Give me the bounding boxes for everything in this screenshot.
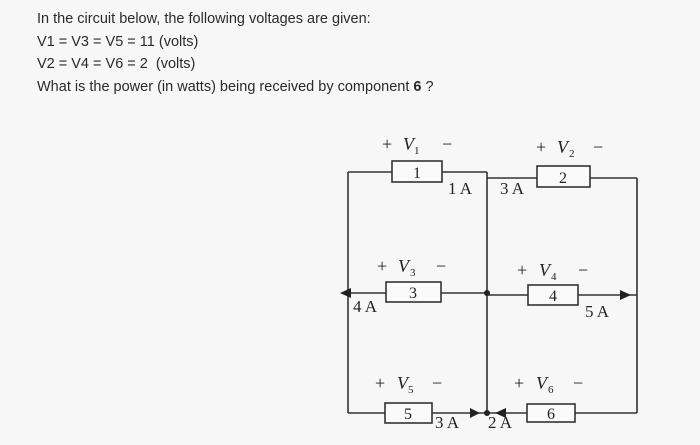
component-3-label: 3 <box>409 285 417 302</box>
current-label-4a: 4 A <box>353 297 378 316</box>
question-component-number: 6 <box>413 78 422 95</box>
arrow-right-5a <box>620 290 631 300</box>
v1-minus: − <box>442 134 452 154</box>
v1-plus: + <box>382 134 392 154</box>
v4-subscript: 4 <box>551 271 557 283</box>
v4-symbol: V <box>539 260 552 280</box>
v2-symbol: V <box>557 137 570 157</box>
component-6-label: 6 <box>547 406 555 423</box>
current-label-3a-top: 3 A <box>500 179 525 198</box>
v5-plus: + <box>375 373 385 393</box>
question-prompt: What is the power (in watts) being recei… <box>37 78 414 95</box>
v6-plus: + <box>514 373 524 393</box>
current-label-1a: 1 A <box>448 179 473 198</box>
component-4-box <box>527 284 579 306</box>
component-5-box <box>384 402 433 424</box>
arrow-bottom-2a <box>495 408 506 418</box>
question-text: In the circuit below, the following volt… <box>37 8 677 98</box>
v1-subscript: 1 <box>414 145 420 157</box>
current-arrows <box>340 288 631 418</box>
junction-bottom <box>484 410 490 416</box>
voltage-label-v1: + V 1 − <box>382 134 452 157</box>
arrow-left-4a <box>340 288 351 298</box>
v2-subscript: 2 <box>569 148 575 160</box>
arrow-bottom-3a <box>470 408 480 418</box>
component-4-label: 4 <box>549 288 557 305</box>
v2-minus: − <box>593 137 603 157</box>
question-line-1: In the circuit below, the following volt… <box>37 11 371 27</box>
v1-symbol: V <box>403 134 416 154</box>
v3-symbol: V <box>398 256 411 276</box>
voltage-label-v6: + V 6 − <box>514 373 583 396</box>
voltage-label-v5: + V 5 − <box>375 373 442 396</box>
current-label-3a-bottom: 3 A <box>435 413 460 432</box>
voltage-label-v2: + V 2 − <box>536 137 603 160</box>
junction-dots <box>484 290 490 416</box>
component-2-label: 2 <box>559 170 567 187</box>
voltage-label-v4: + V 4 − <box>517 260 588 283</box>
question-mark: ? <box>421 78 434 95</box>
voltage-label-v3: + V 3 − <box>377 256 446 279</box>
component-5-label: 5 <box>404 406 412 423</box>
component-3-box <box>385 281 442 303</box>
v4-minus: − <box>578 260 588 280</box>
component-1-label: 1 <box>413 165 421 182</box>
v5-subscript: 5 <box>408 384 414 396</box>
v5-symbol: V <box>397 373 410 393</box>
v6-minus: − <box>573 373 583 393</box>
component-2-box <box>536 165 591 188</box>
question-line-2: V1 = V3 = V5 = 11 (volts) <box>37 33 199 50</box>
v5-minus: − <box>432 373 442 393</box>
current-label-2a: 2 A <box>488 413 513 432</box>
question-line-4: What is the power (in watts) being recei… <box>37 76 677 99</box>
v3-subscript: 3 <box>410 267 416 279</box>
current-label-5a: 5 A <box>585 302 610 321</box>
component-6-box <box>526 403 576 423</box>
v2-plus: + <box>536 137 546 157</box>
v6-subscript: 6 <box>548 384 554 396</box>
question-line-3: V2 = V4 = V6 = 2 (volts) <box>37 56 196 72</box>
v3-plus: + <box>377 256 387 276</box>
component-1-box <box>391 160 443 183</box>
junction-center <box>484 290 490 296</box>
v6-symbol: V <box>536 373 549 393</box>
v3-minus: − <box>436 256 446 276</box>
v4-plus: + <box>517 260 527 280</box>
